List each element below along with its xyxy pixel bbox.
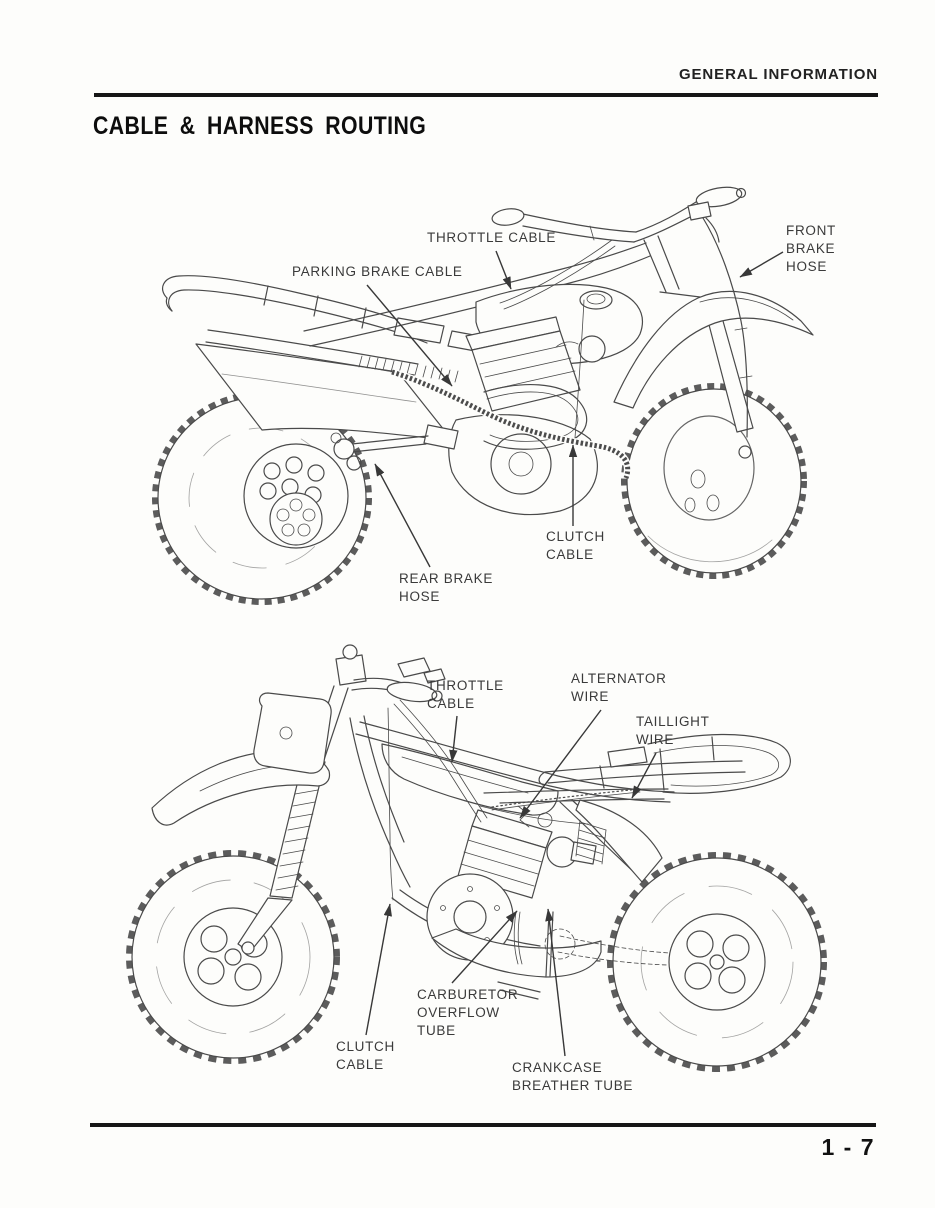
upper-cables [390, 217, 753, 480]
label-clutch-cable-lower: CLUTCH CABLE [336, 1039, 395, 1072]
header-rule [94, 93, 878, 97]
label-clutch-cable-upper: CLUTCH CABLE [546, 529, 605, 562]
label-throttle-cable-lower: THROTTLE CABLE [427, 678, 504, 711]
lower-body [151, 644, 791, 962]
label-front-brake-hose: FRONT BRAKE HOSE [786, 223, 836, 274]
lower-cables [387, 699, 641, 901]
label-throttle-cable-upper: THROTTLE CABLE [427, 230, 557, 245]
label-taillight-wire: TAILLIGHT WIRE [636, 714, 710, 747]
callout-leader-lines [365, 250, 784, 1057]
page-title: CABLE & HARNESS ROUTING [93, 112, 427, 140]
upper-front-wheel [621, 383, 807, 579]
lower-atv-drawing [126, 644, 827, 1072]
page-number: 1 - 7 [821, 1134, 875, 1160]
label-crankcase-breather-tube: CRANKCASE BREATHER TUBE [512, 1060, 634, 1093]
lower-rear-wheel [607, 852, 827, 1072]
footer-rule [90, 1123, 876, 1127]
label-parking-brake-cable: PARKING BRAKE CABLE [292, 264, 463, 279]
upper-rear-wheel [152, 391, 372, 605]
label-alternator-wire: ALTERNATOR WIRE [571, 671, 667, 704]
upper-engine [330, 316, 606, 515]
section-header: GENERAL INFORMATION [678, 66, 878, 83]
lower-front-wheel [126, 850, 340, 1064]
label-carburetor-overflow-tube: CARBURETOR OVERFLOW TUBE [417, 987, 519, 1038]
label-rear-brake-hose: REAR BRAKE HOSE [399, 571, 494, 604]
upper-atv-drawing [152, 186, 814, 605]
